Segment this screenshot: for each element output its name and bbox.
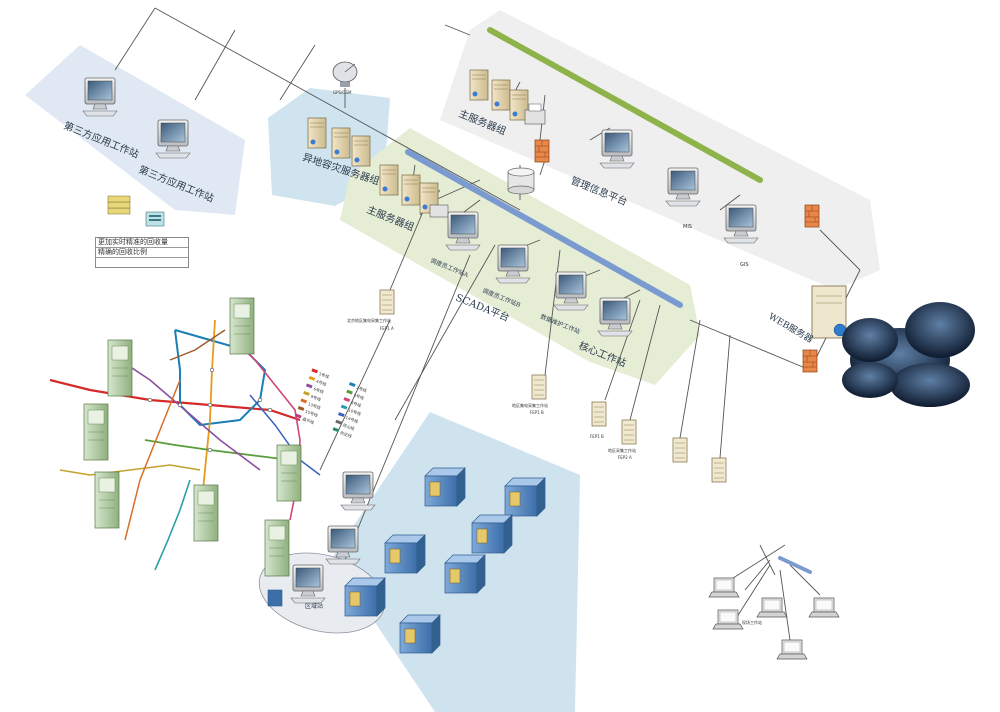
metro-legend: 1号线 2号线 4号线 5号线 6号线 8号线 9号线 10号线 13号线 14号线 15号线房山线… xyxy=(294,368,368,439)
info-note-table: 更加实时精准的回收量 精确的回收比例 xyxy=(95,237,189,268)
fep-unit-c xyxy=(591,401,607,427)
main-server-top-2 xyxy=(491,79,511,111)
metro-legend-swatch xyxy=(348,382,356,387)
fep-a-name: 北京地区集电采集工作站 xyxy=(347,317,391,323)
station-cabinet-2 xyxy=(107,339,133,397)
fep-d-name: 地区采集工作站 xyxy=(608,447,636,453)
document-icon xyxy=(145,211,165,227)
fep-d-id: FEP2 A xyxy=(618,455,632,460)
network-wires xyxy=(114,7,861,641)
metro-legend-swatch xyxy=(308,375,316,381)
fep-unit-f xyxy=(711,457,727,483)
metro-legend-label: 6号线 xyxy=(313,385,325,394)
metro-legend-label: 14号线 xyxy=(345,414,359,424)
note-row-3 xyxy=(96,258,188,267)
metro-legend-label: 4号线 xyxy=(315,378,327,387)
firewall-icon-1 xyxy=(534,139,550,163)
metro-legend-swatch xyxy=(303,390,310,396)
gis-label: GIS xyxy=(740,262,749,268)
metro-legend-label: 13号线 xyxy=(307,400,321,410)
firewall-icon-2 xyxy=(804,204,820,228)
kiosk-5 xyxy=(444,554,486,594)
metro-legend-label: 8号线 xyxy=(350,399,362,408)
note-row-2: 精确的回收比例 xyxy=(96,248,188,258)
metro-legend-swatch xyxy=(297,406,305,411)
mis-label: MIS xyxy=(683,224,692,230)
fep-unit-d xyxy=(621,419,637,445)
kiosk-6 xyxy=(399,614,441,654)
metro-legend-swatch xyxy=(346,389,353,395)
kiosk-3 xyxy=(471,514,513,554)
field-laptop-3 xyxy=(808,597,840,618)
region-station-label: 区域站 xyxy=(305,602,323,610)
station-cabinet-4 xyxy=(276,444,302,502)
field-bus xyxy=(778,556,812,574)
field-laptop-5 xyxy=(776,639,808,660)
metro-legend-swatch xyxy=(294,413,302,419)
backup-server-1 xyxy=(307,117,327,149)
metro-legend-swatch xyxy=(332,427,340,433)
field-ws-label: 现场工作站 xyxy=(742,619,762,625)
metro-legend-label: 亦庄线 xyxy=(339,429,352,439)
metro-legend-swatch xyxy=(300,398,308,404)
metro-legend-label: 15号线 xyxy=(305,408,319,418)
database-icon xyxy=(507,167,535,195)
metro-legend-swatch xyxy=(335,419,342,425)
metro-legend-swatch xyxy=(305,383,313,389)
metro-legend-label: 10号线 xyxy=(348,406,362,416)
scada-server-1 xyxy=(379,164,399,196)
main-server-top-1 xyxy=(469,69,489,101)
metro-legend-swatch xyxy=(340,404,348,410)
field-laptop-4 xyxy=(712,609,744,630)
fep-unit-a xyxy=(379,289,395,315)
satellite-dish-icon xyxy=(332,61,358,87)
web-server-icon xyxy=(811,285,847,339)
fep-b-id: FEP1 B xyxy=(530,410,544,415)
metro-legend-label: 房山线 xyxy=(342,421,355,431)
management-bus xyxy=(487,27,763,183)
station-cabinet-1 xyxy=(229,297,255,355)
metro-legend-label: 1号线 xyxy=(318,370,330,379)
metro-legend-label: 9号线 xyxy=(310,393,322,402)
station-cabinet-5 xyxy=(94,471,120,529)
metro-legend-label: 2号线 xyxy=(356,384,368,393)
fep-b-name: 地区集电采集工作站 xyxy=(512,402,548,408)
kiosk-2 xyxy=(504,477,546,517)
metro-legend-swatch xyxy=(338,412,345,418)
station-cabinet-7 xyxy=(264,519,290,577)
web-server-label: WEB服务器 xyxy=(767,310,816,345)
region-station-kiosk xyxy=(344,577,386,617)
firewall-icon-3 xyxy=(802,349,818,373)
note-row-1: 更加实时精准的回收量 xyxy=(96,238,188,248)
internet-cloud-icon xyxy=(842,302,975,407)
data-stack-icon xyxy=(107,195,131,215)
gps-label: GPS/GSM xyxy=(333,90,352,95)
field-laptop-1 xyxy=(708,577,740,598)
field-laptop-2 xyxy=(756,597,788,618)
metro-legend-label: 5号线 xyxy=(353,391,365,400)
scada-server-2 xyxy=(401,174,421,206)
fep-a-id: FEP1 A xyxy=(380,326,394,331)
third-party-panel xyxy=(25,45,245,215)
scada-bus xyxy=(405,149,683,308)
scada-printer-icon xyxy=(429,204,449,218)
fep-c-id: FEP1 B xyxy=(590,434,604,439)
kiosk-4 xyxy=(384,534,426,574)
kiosk-1 xyxy=(424,467,466,507)
metro-legend-swatch xyxy=(311,368,319,374)
metro-legend-label: 昌平线 xyxy=(302,415,315,425)
station-cabinet-3 xyxy=(83,403,109,461)
fep-unit-b xyxy=(531,374,547,400)
backup-server-2 xyxy=(331,127,351,159)
station-cabinet-6 xyxy=(193,484,219,542)
management-platform-zone xyxy=(440,10,880,290)
backup-server-3 xyxy=(351,135,371,167)
printer-icon xyxy=(524,103,546,125)
metro-legend-swatch xyxy=(343,397,351,403)
fep-unit-e xyxy=(672,437,688,463)
region-station-cabinet xyxy=(267,589,283,607)
